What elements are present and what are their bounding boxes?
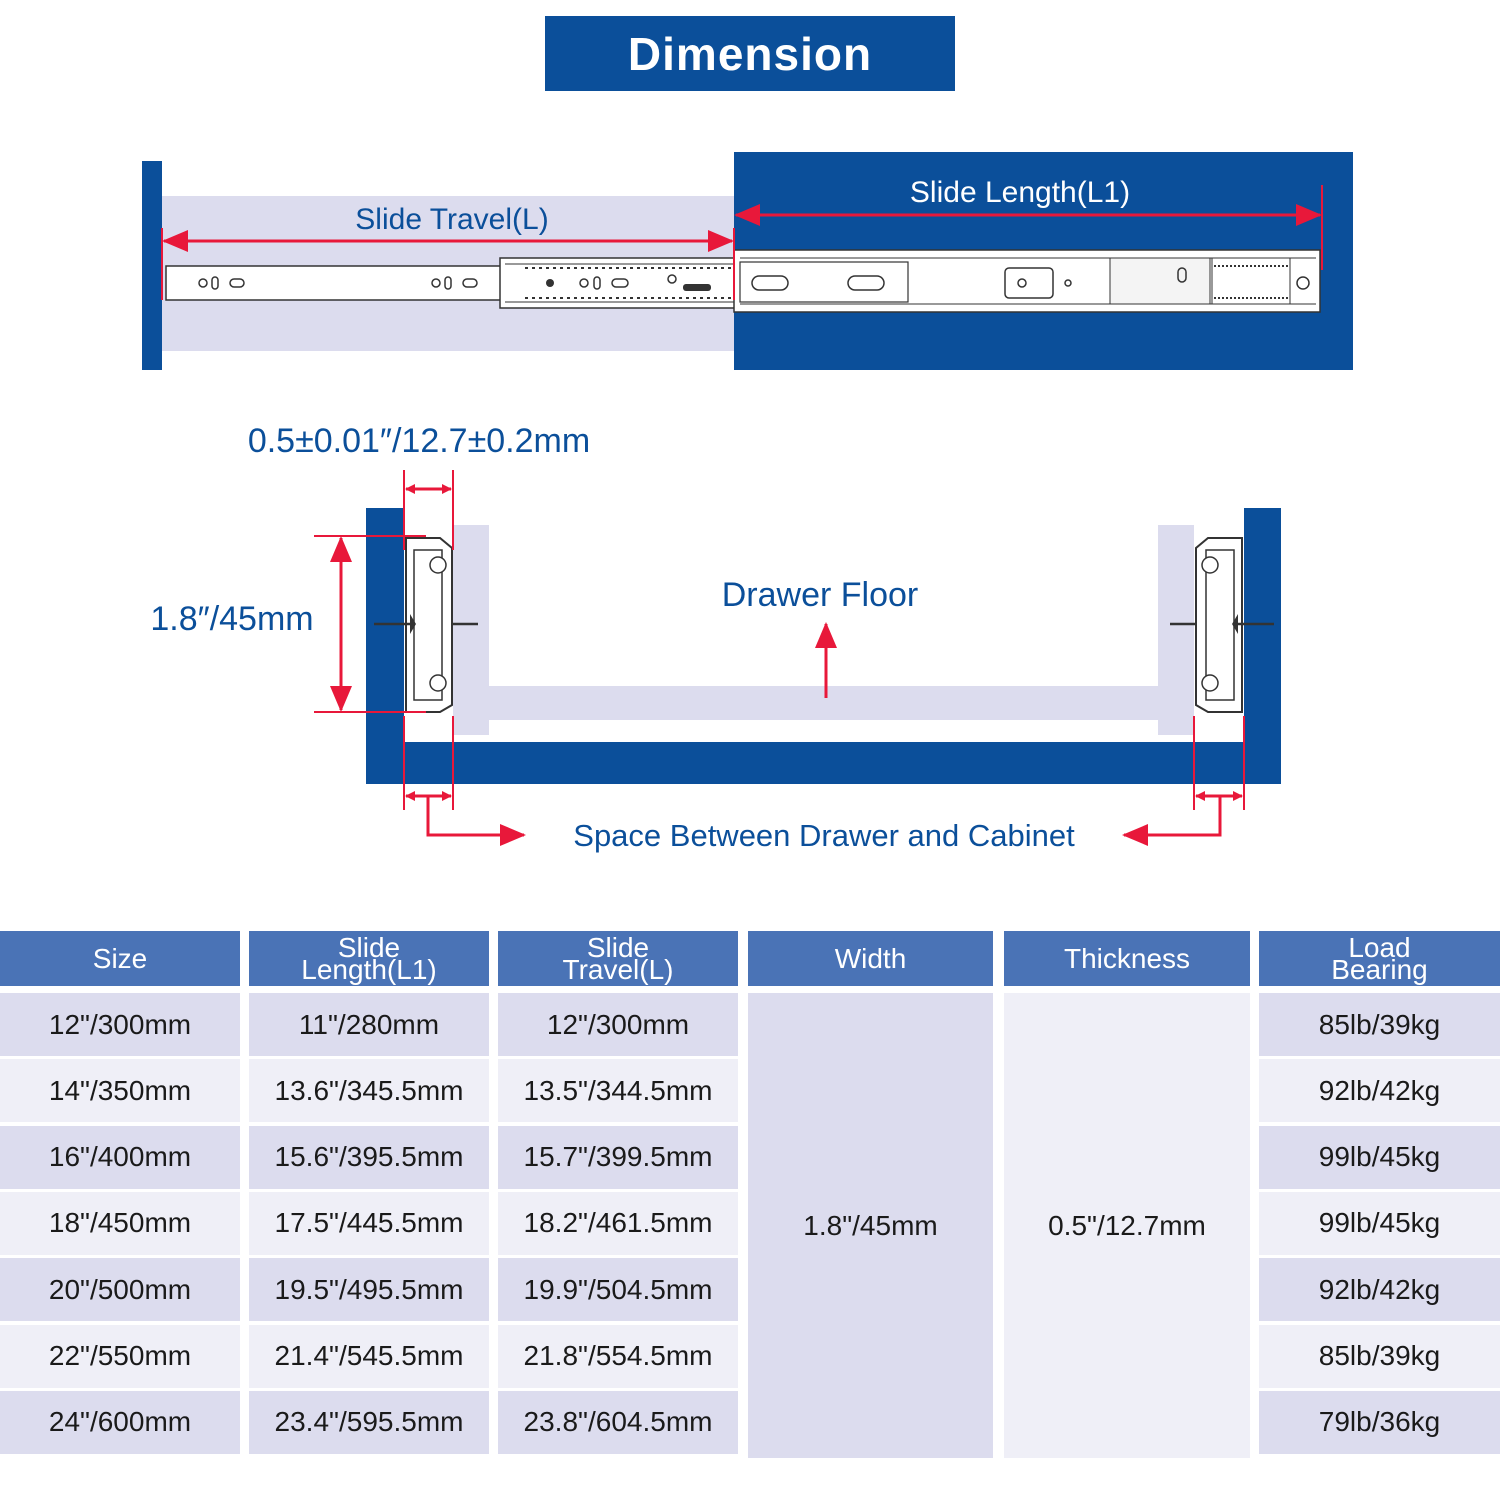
load-bearing-cell: 99lb/45kg [1259, 1191, 1500, 1255]
slide-length-label: Slide Length(L1) [910, 176, 1130, 209]
size-cell: 22"/550mm [0, 1324, 240, 1388]
slide-length-cell: 11"/280mm [249, 993, 489, 1056]
cabinet-right-wall [1244, 508, 1281, 784]
drawer-floor [453, 686, 1194, 720]
right-slide-profile [1170, 537, 1274, 713]
space-label: Space Between Drawer and Cabinet [573, 818, 1075, 853]
drawer-slide-rail [165, 249, 1321, 313]
slide-length-diagram: Slide Travel(L) Slide Length(L1) [142, 152, 1353, 370]
thickness-value-cell: 0.5"/12.7mm [1004, 993, 1250, 1458]
header-width: Width [748, 931, 993, 986]
height-label: 1.8″/45mm [150, 600, 313, 638]
slide-length-cell: 23.4"/595.5mm [249, 1390, 489, 1454]
cross-section-diagram: 0.5±0.01″/12.7±0.2mm 1.8″/45mm Drawer Fl… [150, 422, 1281, 853]
load-bearing-cell: 92lb/42kg [1259, 1258, 1500, 1322]
width-value-cell: 1.8"/45mm [748, 993, 993, 1458]
drawer-floor-label: Drawer Floor [722, 576, 918, 614]
slide-travel-cell: 23.8"/604.5mm [498, 1390, 738, 1454]
dimension-diagram: Slide Travel(L) Slide Length(L1) [142, 152, 1353, 853]
slide-travel-label: Slide Travel(L) [355, 203, 548, 236]
cabinet-bottom [366, 742, 1281, 784]
space-right-leader [1122, 796, 1222, 846]
load-bearing-cell: 85lb/39kg [1259, 1324, 1500, 1388]
thickness-label: 0.5±0.01″/12.7±0.2mm [248, 422, 590, 460]
slide-length-cell: 17.5"/445.5mm [249, 1191, 489, 1255]
slide-length-cell: 13.6"/345.5mm [249, 1059, 489, 1123]
size-cell: 24"/600mm [0, 1390, 240, 1454]
load-bearing-cell: 79lb/36kg [1259, 1390, 1500, 1454]
space-left-leader [426, 796, 526, 846]
slide-travel-cell: 15.7"/399.5mm [498, 1125, 738, 1189]
size-cell: 18"/450mm [0, 1191, 240, 1255]
load-bearing-cell: 99lb/45kg [1259, 1125, 1500, 1189]
size-cell: 14"/350mm [0, 1059, 240, 1123]
size-cell: 16"/400mm [0, 1125, 240, 1189]
header-thickness: Thickness [1004, 931, 1250, 986]
left-slide-profile [374, 537, 478, 713]
slide-travel-cell: 21.8"/554.5mm [498, 1324, 738, 1388]
slide-travel-cell: 19.9"/504.5mm [498, 1258, 738, 1322]
load-bearing-cell: 85lb/39kg [1259, 993, 1500, 1056]
header-size: Size [0, 931, 240, 986]
slide-travel-cell: 13.5"/344.5mm [498, 1059, 738, 1123]
slide-travel-cell: 18.2"/461.5mm [498, 1191, 738, 1255]
size-cell: 12"/300mm [0, 993, 240, 1056]
cabinet-left-wall [366, 508, 404, 784]
slide-length-cell: 19.5"/495.5mm [249, 1258, 489, 1322]
slide-length-cell: 21.4"/545.5mm [249, 1324, 489, 1388]
size-cell: 20"/500mm [0, 1258, 240, 1322]
page-title: Dimension [545, 16, 955, 91]
drawer-front-panel [142, 161, 162, 370]
load-bearing-cell: 92lb/42kg [1259, 1059, 1500, 1123]
slide-length-cell: 15.6"/395.5mm [249, 1125, 489, 1189]
slide-travel-cell: 12"/300mm [498, 993, 738, 1056]
